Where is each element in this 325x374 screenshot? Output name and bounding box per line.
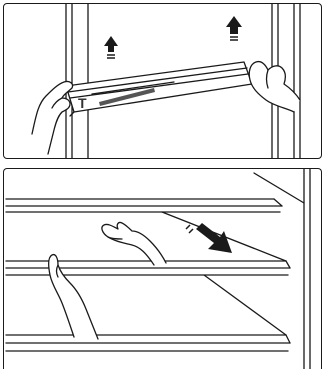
right-hand: [249, 62, 300, 112]
door-balcony: T: [62, 62, 252, 116]
balcony-removal-illustration: T: [4, 4, 321, 158]
balcony-removal-panel: T: [3, 3, 322, 159]
lower-hand: [49, 255, 98, 339]
glass-shelf: [6, 275, 290, 351]
glass-shelf: [6, 199, 282, 212]
shelf-removal-illustration: [4, 169, 321, 369]
arrow-up-icon: [104, 36, 118, 58]
shelf-removal-panel: [3, 168, 322, 369]
arrow-down-right-icon: [186, 223, 232, 253]
arrow-up-icon: [226, 16, 242, 40]
balcony-label: T: [78, 95, 87, 111]
upper-hand: [102, 222, 166, 265]
